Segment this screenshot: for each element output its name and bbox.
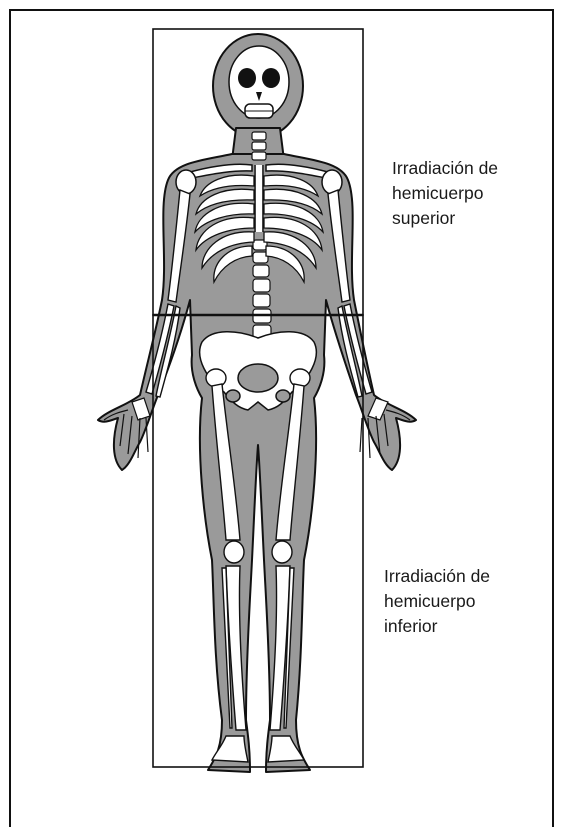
lower-hemibody-label: Irradiación de hemicuerpo inferior: [384, 564, 490, 639]
upper-hemibody-label: Irradiación de hemicuerpo superior: [392, 156, 498, 231]
lower-label-line-1: Irradiación de: [384, 564, 490, 589]
upper-label-line-2: hemicuerpo: [392, 181, 498, 206]
skull: [229, 46, 289, 118]
upper-label-line-1: Irradiación de: [392, 156, 498, 181]
lower-label-line-3: inferior: [384, 614, 490, 639]
lower-label-line-2: hemicuerpo: [384, 589, 490, 614]
upper-label-line-3: superior: [392, 206, 498, 231]
